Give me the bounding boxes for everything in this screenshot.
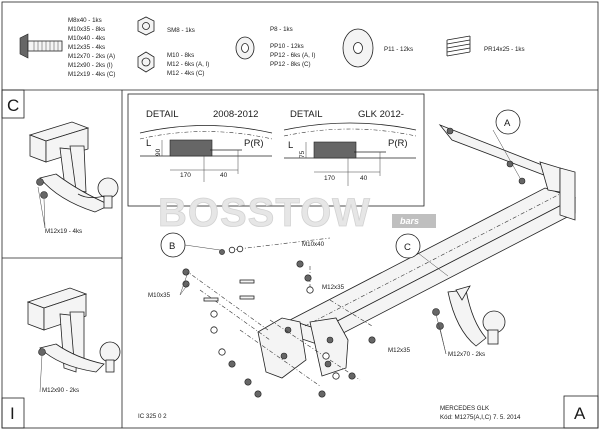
callout-c-circle xyxy=(395,233,421,259)
i-bolt-label: M12x90 - 2ks xyxy=(42,387,79,394)
detail-right-years: GLK 2012- xyxy=(358,109,404,120)
callout-a-letter: A xyxy=(504,118,511,129)
left-bracket xyxy=(257,317,349,379)
m12x35-top-label: M12x35 xyxy=(322,284,345,291)
bolt-line-3: M10x40 - 4ks xyxy=(68,35,105,42)
sm8-nut-icon xyxy=(137,16,155,36)
m10x35-label: M10x35 xyxy=(148,292,171,299)
nut-line-2: M12 - 6ks (A, I) xyxy=(167,61,209,68)
callout-b-leader xyxy=(184,244,221,251)
bolt-line-1: M8x40 - 1ks xyxy=(68,17,102,24)
detail-right-width-1: 170 xyxy=(324,175,335,182)
detail-left-L: L xyxy=(146,138,151,149)
bolt-icon xyxy=(19,33,63,59)
callout-a-circle xyxy=(495,109,521,135)
detail-left-years: 2008-2012 xyxy=(213,109,258,120)
panel-i-letter: I xyxy=(10,404,15,423)
washer-line-2: PP10 - 12ks xyxy=(270,43,304,50)
detail-right-P: P(R) xyxy=(388,138,408,149)
m12x70-label: M12x70 - 2ks xyxy=(448,351,485,358)
m12x70-leader xyxy=(435,313,447,355)
sm8-nut-label: SM8 - 1ks xyxy=(167,27,195,34)
towbar-c-illustration xyxy=(28,121,119,213)
nut-line-1: M10 - 8ks xyxy=(167,52,194,59)
callout-c-leader xyxy=(417,252,449,277)
c-bolt-leader xyxy=(37,186,46,229)
watermark-main: BOSSTOW xyxy=(158,191,371,235)
washer-line-4: PP12 - 8ks (C) xyxy=(270,61,311,68)
detail-left-P: P(R) xyxy=(244,138,264,149)
m12x35-bottom-label: M12x35 xyxy=(388,347,411,354)
fastener-explosion xyxy=(182,237,376,398)
footer-vehicle: MERCEDES GLK xyxy=(440,405,490,412)
large-washer-icon xyxy=(342,28,374,68)
detail-right-L: L xyxy=(288,140,293,151)
panel-a-box xyxy=(563,395,599,429)
m10x35-leader xyxy=(179,271,189,296)
panel-c-letter: C xyxy=(7,96,19,115)
watermark-sub: bars xyxy=(400,216,419,226)
spring-washer-icon xyxy=(446,35,471,57)
nut-line-3: M12 - 4ks (C) xyxy=(167,70,204,77)
bolt-line-7: M12x19 - 4ks (C) xyxy=(68,71,115,78)
callout-b-letter: B xyxy=(169,241,175,252)
washer-p11-label: P11 - 12ks xyxy=(384,46,413,53)
bolt-line-2: M10x35 - 8ks xyxy=(68,26,105,33)
right-bracket xyxy=(438,124,576,221)
watermark: BOSSTOW bars xyxy=(158,191,436,235)
detail-right-height: 75 xyxy=(299,150,306,158)
c-bolt-label: M12x19 - 4ks xyxy=(45,228,82,235)
detail-box xyxy=(127,93,425,207)
washer-line-3: PP12 - 6ks (A, I) xyxy=(270,52,315,59)
detail-right: DETAIL GLK 2012- xyxy=(283,109,417,186)
towbar-i-illustration xyxy=(26,287,121,373)
detail-left: DETAIL 2008-2012 xyxy=(139,109,273,182)
bolt-line-4: M12x35 - 4ks xyxy=(68,44,105,51)
detail-right-width-2: 40 xyxy=(360,175,368,182)
footer-code: IC 325 0 2 xyxy=(138,413,167,420)
callout-c-letter: C xyxy=(404,242,411,253)
tow-hook-neck xyxy=(432,285,506,347)
panel-c-box xyxy=(1,89,25,119)
detail-left-height: 90 xyxy=(155,148,162,156)
panel-i-box xyxy=(1,397,25,429)
detail-right-title: DETAIL xyxy=(290,109,323,120)
panel-a-letter: A xyxy=(574,404,586,423)
bolt-line-5: M12x70 - 2ks (A) xyxy=(68,53,115,60)
detail-left-title: DETAIL xyxy=(146,109,179,120)
spring-washer-label: PR14x25 - 1ks xyxy=(484,46,525,53)
hex-nut-icon xyxy=(137,51,155,73)
detail-left-width-1: 170 xyxy=(180,172,191,179)
bolt-line-6: M12x90 - 2ks (I) xyxy=(68,62,113,69)
m10x40-label: M10x40 xyxy=(302,241,325,248)
washer-line-1: P8 - 1ks xyxy=(270,26,293,33)
footer-kod: Kód: M1275(A,I,C) 7. 5. 2014 xyxy=(440,414,521,421)
i-bolt-leader xyxy=(39,354,43,393)
flat-washer-icon xyxy=(235,36,255,60)
detail-left-width-2: 40 xyxy=(220,172,228,179)
